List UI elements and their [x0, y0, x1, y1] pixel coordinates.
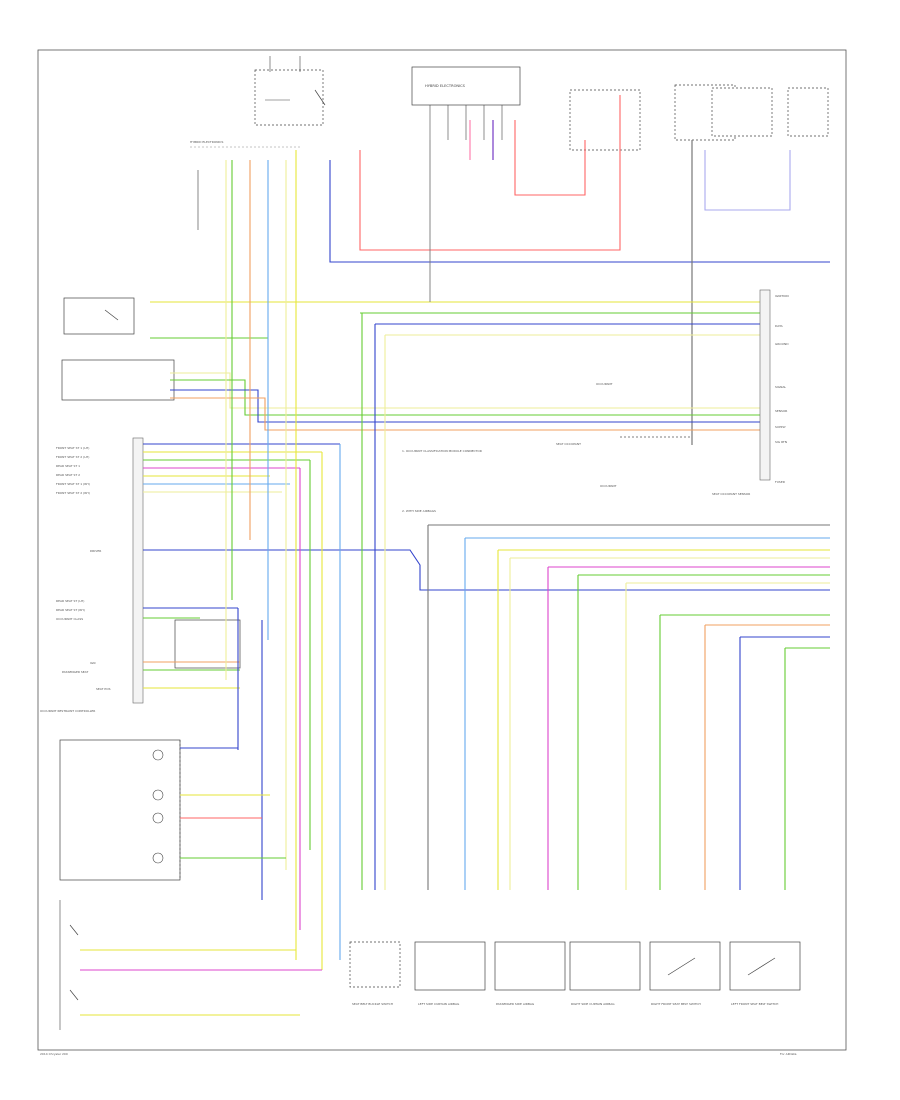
right-pin-7: FUSED — [775, 480, 786, 484]
note-2: 2. WITH SIDE AIRBAGS — [402, 509, 436, 513]
left-pin-4: FRONT SEAT ST 1 (RH) — [56, 482, 90, 486]
right-pin-5: SUPPLY — [775, 425, 786, 429]
bottom-component-0-label: SEAT BELT BUCKLE SWITCH — [352, 1002, 393, 1006]
left-pin-6: DRIVER — [90, 549, 101, 553]
left-pin-0: FRONT SEAT ST 1 (LH) — [56, 446, 89, 450]
bottom-component-1: LEFT SIDE CURTAIN AIRBAG — [414, 941, 486, 1006]
note-1: 1. OCCUPANT CLASSIFICATION MODULE CONNEC… — [402, 449, 482, 453]
right-module-title: SEAT OCCUPANT SENSOR — [712, 492, 750, 496]
bottom-component-0: SEAT BELT BUCKLE SWITCH — [349, 941, 401, 1006]
svg-text:SEAT OCCUPANT: SEAT OCCUPANT — [556, 442, 581, 446]
hybrid-electronics-label: HYBRID ELECTRONICS — [425, 84, 466, 88]
bottom-component-1-label: LEFT SIDE CURTAIN AIRBAG — [418, 1002, 460, 1006]
bottom-component-3-label: RIGHT SIDE CURTAIN AIRBAG — [571, 1002, 615, 1006]
right-pin-3: SIGNAL — [775, 385, 786, 389]
svg-text:HYBRID ELECTRONICS: HYBRID ELECTRONICS — [190, 140, 223, 144]
seat-track-sensor — [61, 359, 175, 401]
bottom-component-2: PASSENGER SIDE AIRBAG — [494, 941, 566, 1006]
right-pin-2: GROUND — [775, 342, 789, 346]
top-fuse-block — [254, 56, 326, 126]
left-pin-5: FRONT SEAT ST 2 (RH) — [56, 491, 90, 495]
bottom-component-5: LEFT FRONT SEAT BELT SWITCH — [729, 941, 801, 1006]
lower-left-module — [59, 739, 181, 881]
lavender-wire-loop — [704, 150, 791, 211]
left-module-title: OCCUPANT RESTRAINT CONTROLLER — [40, 709, 95, 713]
middle-notes: 1. OCCUPANT CLASSIFICATION MODULE CONNEC… — [402, 449, 482, 513]
right-module: IGNITION DATA GROUND SIGNAL SENSOR SUPPL… — [712, 289, 789, 496]
bottom-component-5-label: LEFT FRONT SEAT BELT SWITCH — [731, 1002, 778, 1006]
bottom-component-3: RIGHT SIDE CURTAIN AIRBAG — [569, 941, 641, 1006]
left-pin-10: IGN — [90, 661, 95, 665]
footer-right: For AllData — [780, 1052, 797, 1056]
left-pin-9: OCCUPANT CLASS — [56, 617, 83, 621]
footer-left: 2014 Chrysler 200 — [40, 1052, 68, 1056]
blue-wire-top — [329, 160, 830, 263]
left-pin-12: SEAT POS — [96, 687, 111, 691]
right-pin-4: SENSOR — [775, 409, 787, 413]
left-pin-1: FRONT SEAT ST 2 (LH) — [56, 455, 89, 459]
top-right-relays — [569, 84, 829, 151]
right-pin-6: SIG RTN — [775, 440, 787, 444]
left-pin-2: REAR SEAT ST 1 — [56, 464, 80, 468]
svg-text:OCCUPANT: OCCUPANT — [600, 484, 617, 488]
left-pin-11: PASSENGER SEAT — [62, 670, 88, 674]
left-seat-belt-switch — [63, 297, 135, 335]
bottom-component-2-label: PASSENGER SIDE AIRBAG — [496, 1002, 535, 1006]
left-module: FRONT SEAT ST 1 (LH) FRONT SEAT ST 2 (LH… — [40, 437, 241, 713]
left-pin-7: REAR SEAT ST (LH) — [56, 599, 84, 603]
lower-left-switches — [59, 900, 79, 1030]
hybrid-electronics-box: HYBRID ELECTRONICS — [411, 66, 521, 140]
left-hybrid-electronics: HYBRID ELECTRONICS — [190, 140, 300, 230]
red-wire-loop — [359, 95, 621, 251]
diagram-frame — [37, 49, 847, 1051]
right-pin-0: IGNITION — [775, 294, 789, 298]
left-pin-8: REAR SEAT ST (RH) — [56, 608, 85, 612]
right-middle-connectors: OCCUPANT SEAT OCCUPANT OCCUPANT — [556, 382, 692, 488]
left-pin-3: REAR SEAT ST 2 — [56, 473, 80, 477]
bottom-component-4-label: RIGHT FRONT SEAT BELT SWITCH — [651, 1002, 701, 1006]
bottom-component-4: RIGHT FRONT SEAT BELT SWITCH — [649, 941, 721, 1006]
right-pin-1: DATA — [775, 324, 784, 328]
svg-text:OCCUPANT: OCCUPANT — [596, 382, 613, 386]
